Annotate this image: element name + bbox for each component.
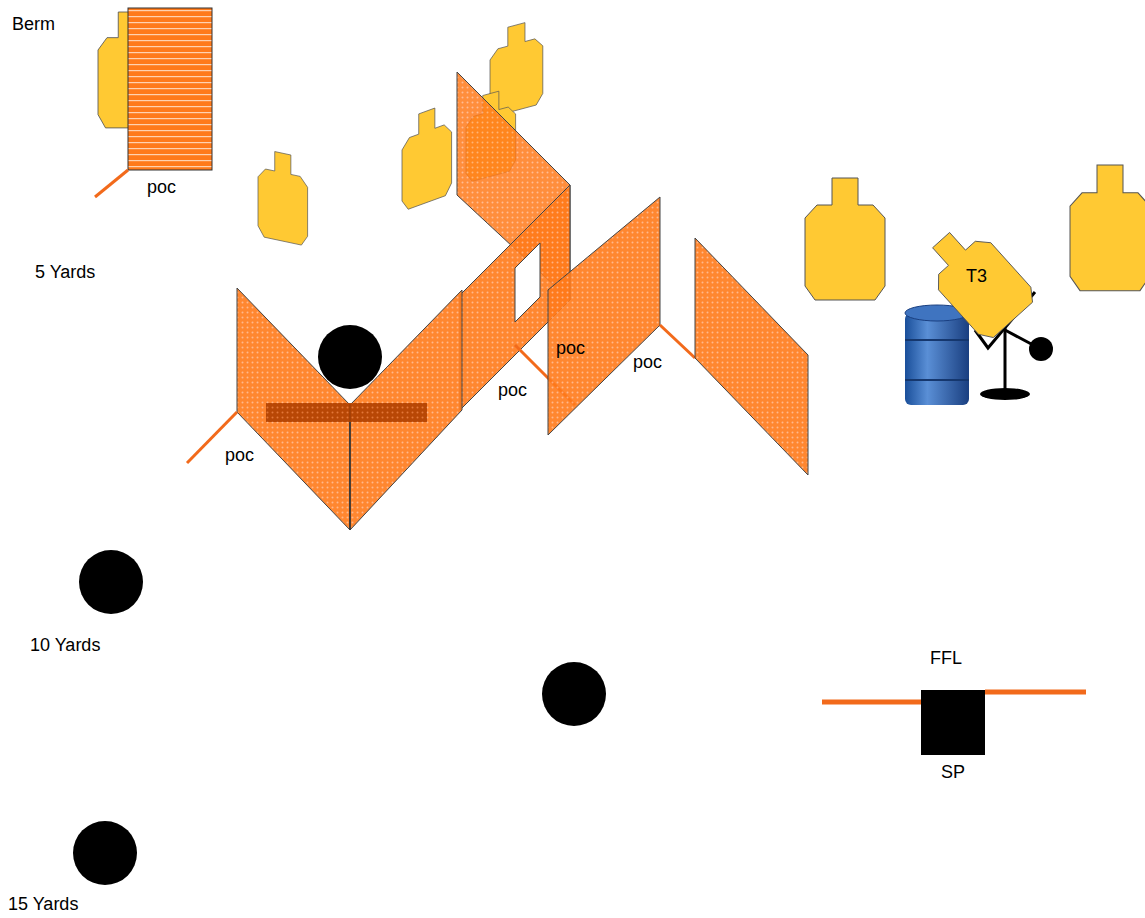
stage-label: poc [225,445,254,465]
paper-target [1070,165,1145,291]
target-id: T3 [966,266,987,286]
poc-line [660,325,695,358]
stand-base [980,388,1030,400]
barrel-rib [905,339,969,341]
stage-label: poc [633,352,662,372]
window-port [515,243,540,322]
stage-label: poc [556,338,585,358]
stage-label: SP [941,762,965,782]
swinger-target: T3 [915,218,1040,343]
steel-plate [542,662,606,726]
berm-wall [128,8,212,170]
poc-line [95,170,128,197]
paper-target [258,148,308,246]
stage-label: 15 Yards [8,894,78,914]
stage-label: 5 Yards [35,262,95,282]
stage-label: poc [498,380,527,400]
paper-target [805,178,885,300]
mesh-wall [695,238,808,475]
stage-label: poc [147,177,176,197]
wall-corner [349,405,351,530]
start-box [921,690,985,755]
stage-label: FFL [930,648,962,668]
counterweight [1029,337,1053,361]
barricade-band [266,403,427,422]
steel-plate [318,325,382,389]
steel-plate [73,821,137,885]
mesh-wall [548,197,660,435]
steel-plate [79,550,143,614]
swinger-stand [1004,325,1007,392]
barrel [905,313,969,405]
fault-line [985,690,1086,695]
barrel-rib [905,379,969,381]
fault-line [822,700,921,705]
stage-label: 10 Yards [30,635,100,655]
paper-target [402,102,452,212]
stage-label: Berm [12,14,55,34]
